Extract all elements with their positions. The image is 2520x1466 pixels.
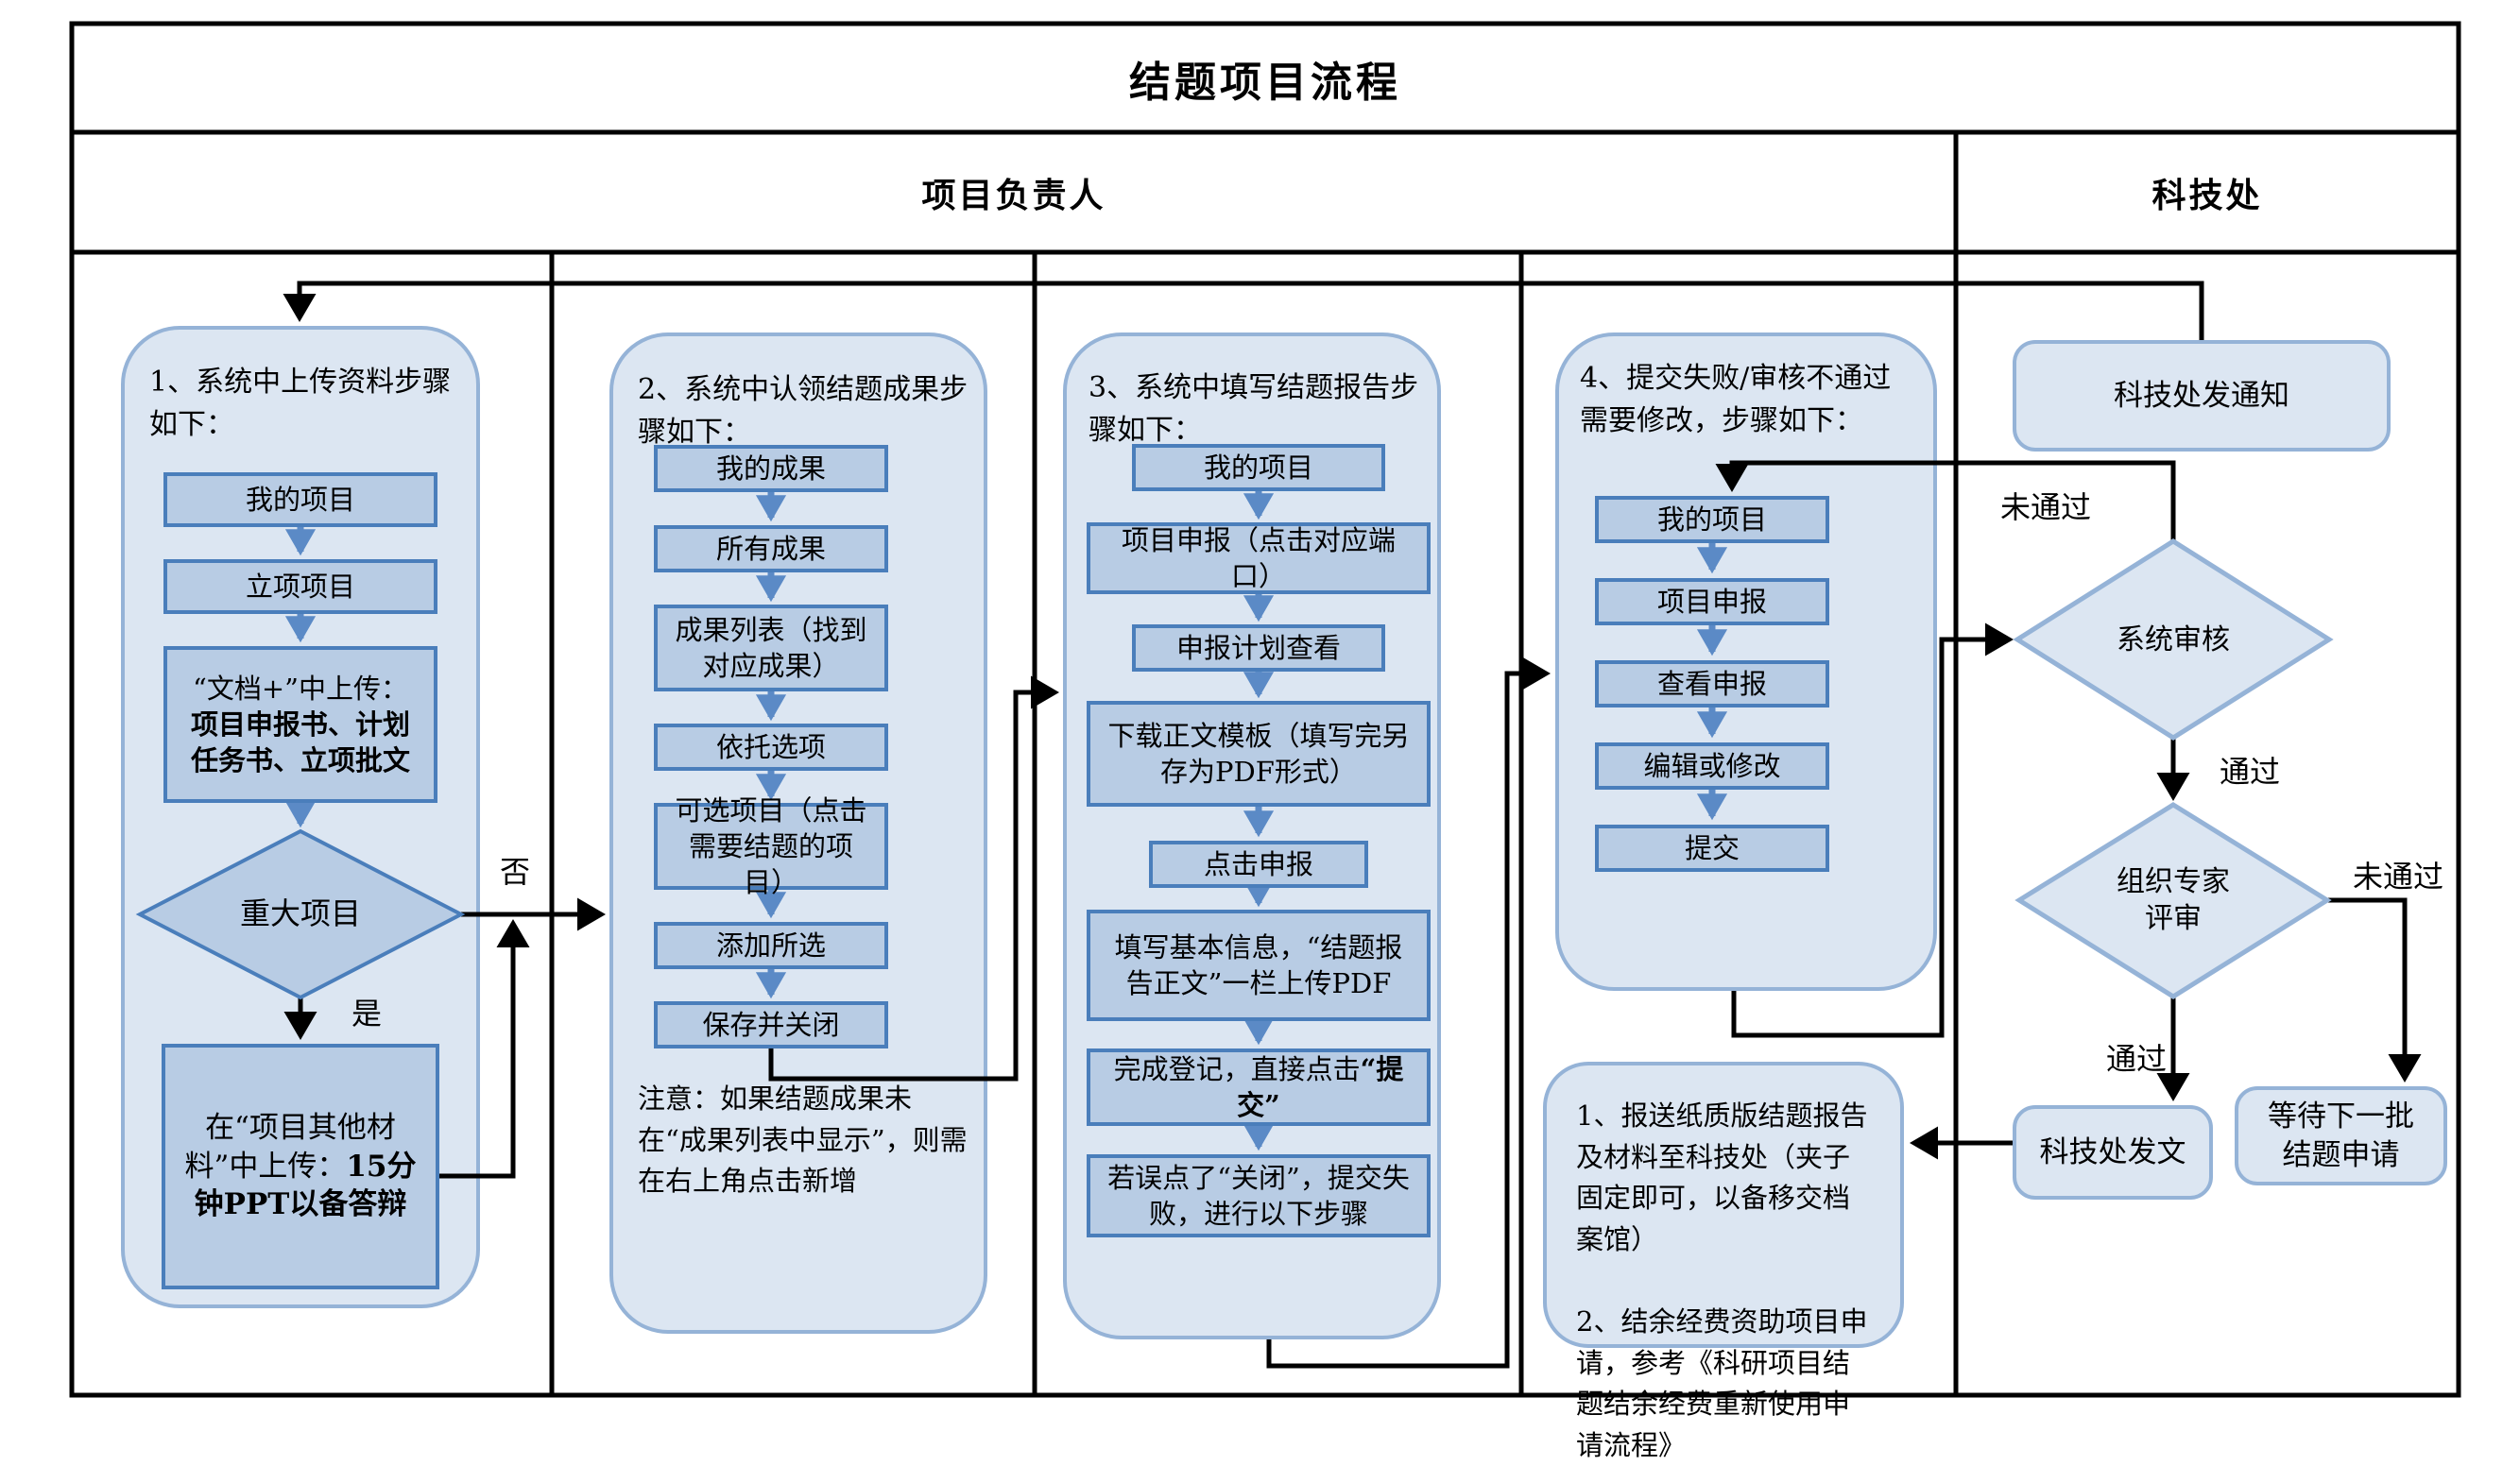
lane-header-dept: 科技处 [2151,175,2263,215]
step1-box-other-materials: 在“项目其他材料”中上传：15分钟PPT以备答辩 [162,1044,439,1289]
decision-major-project-label: 重大项目 [239,895,361,932]
dept-box-wait-next-batch: 等待下一批结题申请 [2235,1086,2447,1185]
step2-box-result-list: 成果列表（找到对应成果） [654,605,888,691]
step4-heading: 4、提交失败/审核不通过需要修改，步骤如下： [1580,362,1892,437]
step2-box-save-close: 保存并关闭 [654,1001,888,1048]
step4-box-my-projects: 我的项目 [1595,496,1829,543]
step2-box-all-results: 所有成果 [654,525,888,572]
step1-heading: 1、系统中上传资料步骤如下： [149,366,452,441]
page-title: 结题项目流程 [1129,58,1401,107]
label-sysreview-pass: 通过 [2219,754,2280,790]
decision-expert-review-label: 组织专家评审 [2117,865,2230,935]
step3-box-wrong-close: 若误点了“关闭”，提交失败，进行以下步骤 [1087,1154,1431,1237]
step4-box-edit-modify: 编辑或修改 [1595,742,1829,790]
dept-notes: 1、报送纸质版结题报告及材料至科技处（夹子固定即可，以备移交档案馆） 2、结余经… [1576,1096,1877,1466]
label-no: 否 [499,854,530,890]
step3-box-fill-info: 填写基本信息，“结题报告正文”一栏上传PDF [1087,910,1431,1021]
step1-box-upload-docs: “文档+”中上传：项目申报书、计划任务书、立项批文 [163,646,437,803]
register-submit-bold: “提交” [1237,1052,1404,1121]
decision-system-review-label: 系统审核 [2117,622,2230,656]
step2-box-optional-projects: 可选项目（点击需要结题的项目） [654,794,888,898]
step2-note: 注意：如果结题成果未在“成果列表中显示”，则需在右上角点击新增 [638,1082,968,1197]
flow-notify-to-step1 [283,281,2204,340]
step1-box-approved-projects: 立项项目 [163,559,437,614]
step4-box-project-declare: 项目申报 [1595,578,1829,625]
dept-box-notify: 科技处发通知 [2013,340,2391,452]
dept-box-issue-document: 科技处发文 [2013,1105,2213,1200]
step3-box-my-projects: 我的项目 [1132,444,1385,491]
step4-box-submit: 提交 [1595,825,1829,872]
dept-note-1: 1、报送纸质版结题报告及材料至科技处（夹子固定即可，以备移交档案馆） [1576,1100,1868,1255]
step3-box-register-submit: 完成登记，直接点击“提交” [1087,1048,1431,1126]
step3-heading: 3、系统中填写结题报告步骤如下： [1089,371,1419,447]
step2-box-my-results: 我的成果 [654,445,888,492]
other-materials-text: 在“项目其他材料”中上传： [184,1110,396,1184]
step2-heading: 2、系统中认领结题成果步骤如下： [638,373,969,449]
step3-box-download-template: 下载正文模板（填写完另存为PDF形式） [1087,701,1431,807]
label-yes: 是 [351,996,382,1031]
label-expert-fail: 未通过 [2352,859,2443,895]
label-expert-pass: 通过 [2105,1041,2167,1077]
step-arrows [284,491,1728,1151]
lane-header-owner: 项目负责人 [921,175,1106,215]
upload-docs-text: “文档+”中上传： [193,672,408,705]
step3-box-project-declare: 项目申报（点击对应端口） [1087,522,1431,594]
step1-box-my-projects: 我的项目 [163,472,437,527]
step4-box-view-declare: 查看申报 [1595,660,1829,707]
flow-expert-fail [2327,897,2422,1082]
step3-box-plan-view: 申报计划查看 [1132,624,1385,672]
label-sysreview-fail: 未通过 [1999,489,2091,525]
flowchart-page: 结题项目流程 项目负责人 科技处 1、系统中上传资料步骤如下： 我的项目 立项项… [69,21,2461,1461]
step2-box-reliance-option: 依托选项 [654,724,888,771]
step2-box-add-selected: 添加所选 [654,922,888,969]
dept-note-2: 2、结余经费资助项目申请，参考《科研项目结题结余经费重新使用申请流程》 [1576,1305,1868,1461]
upload-docs-bold: 项目申报书、计划任务书、立项批文 [190,707,410,777]
other-materials-bold: 15分钟PPT以备答辩 [194,1149,417,1222]
register-submit-text: 完成登记，直接点击 [1113,1052,1361,1085]
step3-box-click-declare: 点击申报 [1149,841,1368,888]
